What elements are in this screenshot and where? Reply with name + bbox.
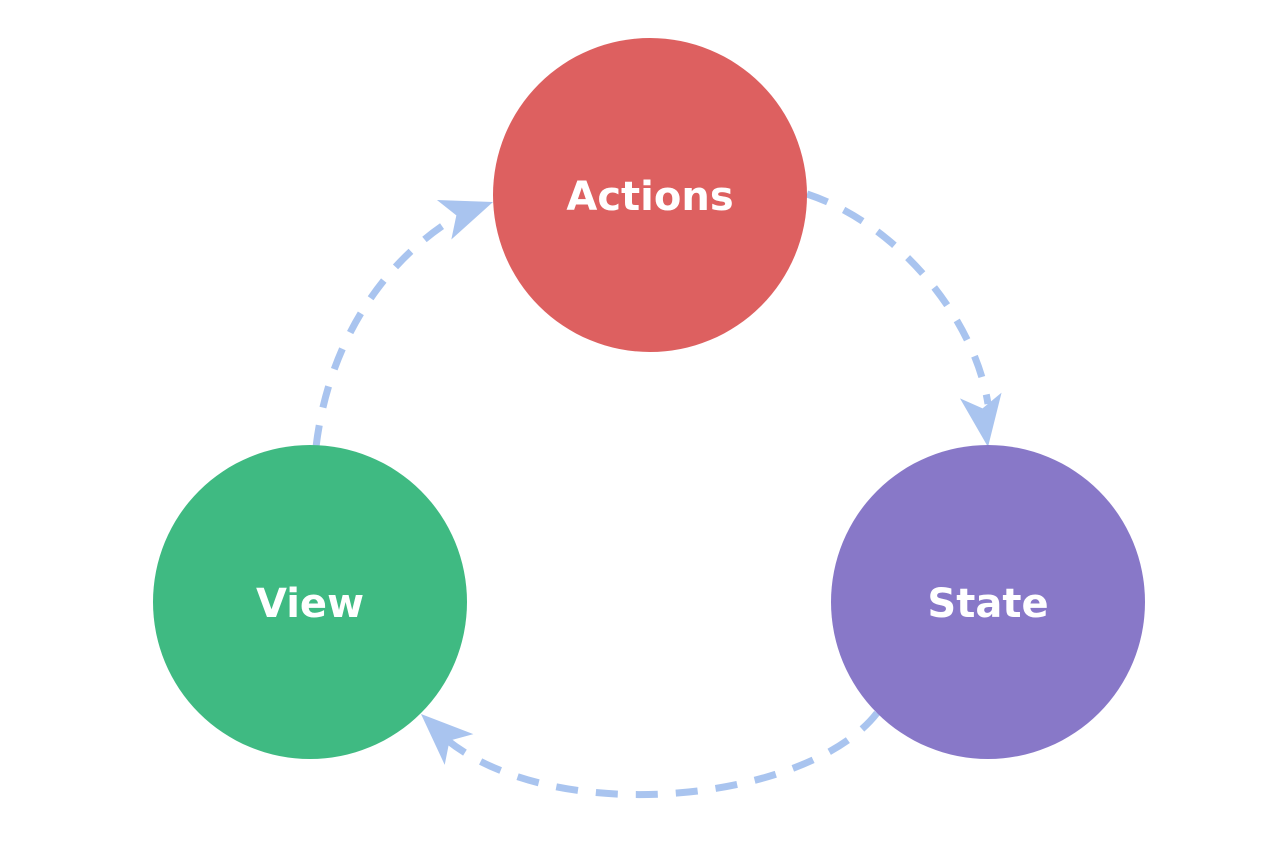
view-label: View	[256, 581, 364, 627]
edge-state-to-view	[444, 710, 880, 799]
view-circle[interactable]	[153, 445, 467, 759]
arrowheads-layer	[421, 200, 1002, 765]
edge-view-to-actions	[312, 208, 467, 448]
edges-layer	[312, 190, 992, 799]
state-label: State	[927, 581, 1048, 627]
arrowhead-into-view-icon	[421, 714, 474, 765]
state-circle[interactable]	[831, 445, 1145, 759]
node-actions[interactable]: Actions	[493, 38, 807, 352]
actions-circle[interactable]	[493, 38, 807, 352]
node-state[interactable]: State	[831, 445, 1145, 759]
edge-actions-to-state	[805, 190, 992, 405]
arrowhead-into-actions-icon	[436, 200, 493, 240]
actions-label: Actions	[566, 174, 733, 220]
node-view[interactable]: View	[153, 445, 467, 759]
arrowhead-into-state-icon	[959, 392, 1002, 447]
